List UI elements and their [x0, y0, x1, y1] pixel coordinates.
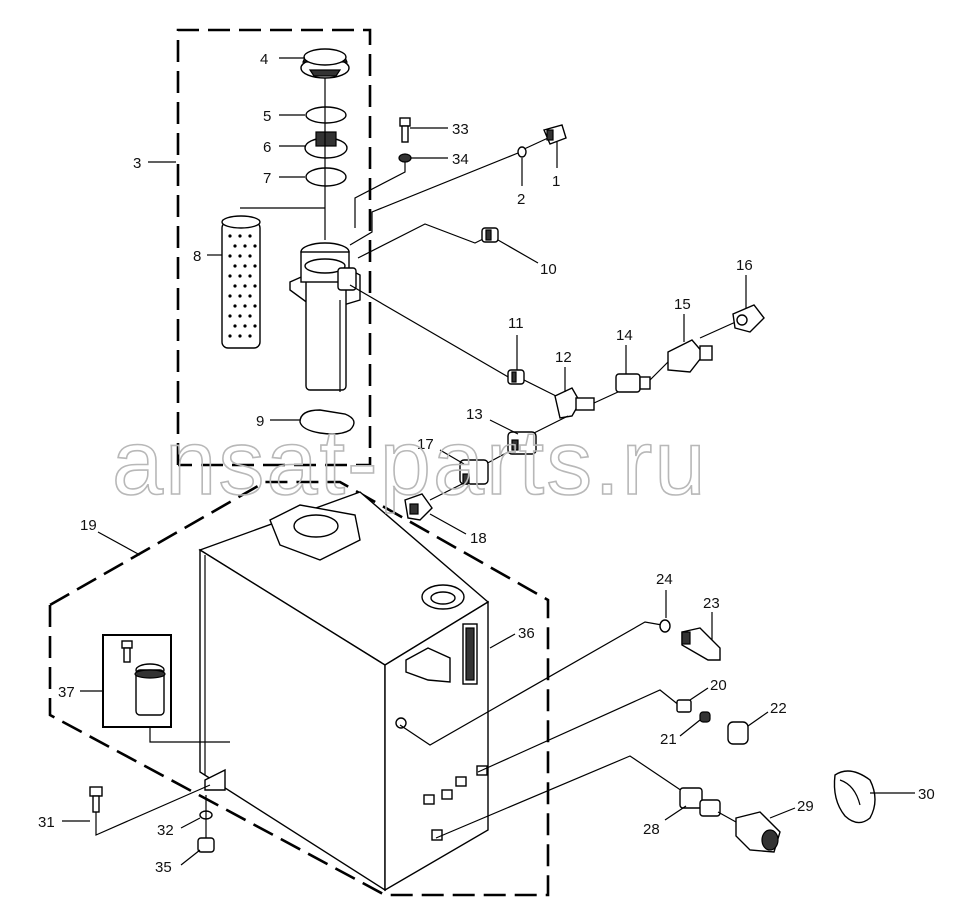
washer-2	[517, 146, 527, 158]
callout-29: 29	[797, 798, 814, 815]
washer-32	[398, 153, 412, 163]
adapter-23	[681, 627, 721, 661]
nut-13	[507, 431, 537, 455]
callout-34: 32	[157, 822, 174, 839]
callout-15: 15	[674, 296, 691, 313]
callout-1: 1	[552, 173, 560, 190]
callout-13: 13	[466, 406, 483, 423]
callout-32: 34	[452, 151, 469, 168]
callout-20: 20	[710, 677, 727, 694]
bolt-33	[89, 786, 103, 813]
breather-screw	[121, 640, 133, 663]
level-gauge	[462, 623, 478, 685]
washer-21	[699, 711, 711, 723]
fitting-20	[676, 699, 692, 713]
o-ring-lower	[305, 167, 347, 187]
filter-housing	[289, 242, 361, 392]
tank-assembly-boundary	[48, 480, 550, 897]
fitting-1	[543, 124, 567, 145]
callout-12: 12	[555, 349, 572, 366]
elbow-16	[732, 304, 765, 333]
elbow-18	[404, 493, 433, 521]
filter-element	[221, 215, 261, 349]
callout-5: 5	[263, 108, 271, 125]
cap-nut-22	[727, 721, 749, 745]
filler-cap	[300, 48, 350, 79]
callout-7: 7	[263, 170, 271, 187]
callout-31: 33	[452, 121, 469, 138]
tank-bracket	[405, 647, 451, 683]
hydraulic-tank	[198, 491, 490, 892]
coupler-29	[735, 811, 781, 853]
nut-14	[615, 373, 651, 393]
o-ring-upper	[305, 106, 347, 124]
dust-cap-30	[833, 770, 876, 824]
callout-11: 11	[508, 315, 524, 332]
breather-cap	[134, 663, 166, 716]
tank-port-top	[421, 584, 465, 610]
callout-9: 9	[256, 413, 264, 430]
callout-23: 23	[703, 595, 720, 612]
callout-4: 4	[260, 51, 268, 68]
callout-14: 14	[616, 327, 633, 344]
callout-8: 8	[193, 248, 201, 265]
callout-28: 28	[643, 821, 660, 838]
callout-22: 22	[770, 700, 787, 717]
breather-box	[102, 634, 172, 728]
watermark-text: ansat-parts.ru	[112, 412, 708, 514]
tank-filler-flange	[269, 504, 361, 561]
callout-18: 18	[470, 530, 487, 547]
callout-17: 17	[417, 436, 434, 453]
callout-6: 6	[263, 139, 271, 156]
adapter-28	[679, 787, 721, 817]
tank-drain-port	[395, 717, 407, 729]
strainer-adapter	[304, 131, 348, 159]
washer-24	[659, 619, 671, 633]
callout-35: 35	[155, 859, 172, 876]
callout-16: 16	[736, 257, 753, 274]
fitting-10	[481, 227, 499, 243]
gasket	[299, 409, 355, 435]
callout-37: 37	[58, 684, 75, 701]
elbow-12	[554, 387, 595, 419]
callout-36: 36	[518, 625, 535, 642]
callout-24: 24	[656, 571, 673, 588]
tee-15	[667, 339, 713, 373]
callout-2: 2	[517, 191, 525, 208]
callouts: 4 5 6 7 3 8 9 33 34 2 1 10 11 12 14 15 1…	[38, 51, 935, 876]
bolt-31	[399, 117, 411, 143]
callout-3: 3	[133, 155, 141, 172]
fitting-11	[507, 369, 525, 385]
nut-17	[459, 459, 489, 485]
callout-33: 31	[38, 814, 55, 831]
callout-10: 10	[540, 261, 557, 278]
callout-30: 30	[918, 786, 935, 803]
nut-35	[197, 837, 215, 853]
callout-19: 19	[80, 517, 97, 534]
callout-21: 21	[660, 731, 677, 748]
filter-perforations	[228, 234, 257, 338]
filter-assembly-boundary	[176, 28, 372, 467]
